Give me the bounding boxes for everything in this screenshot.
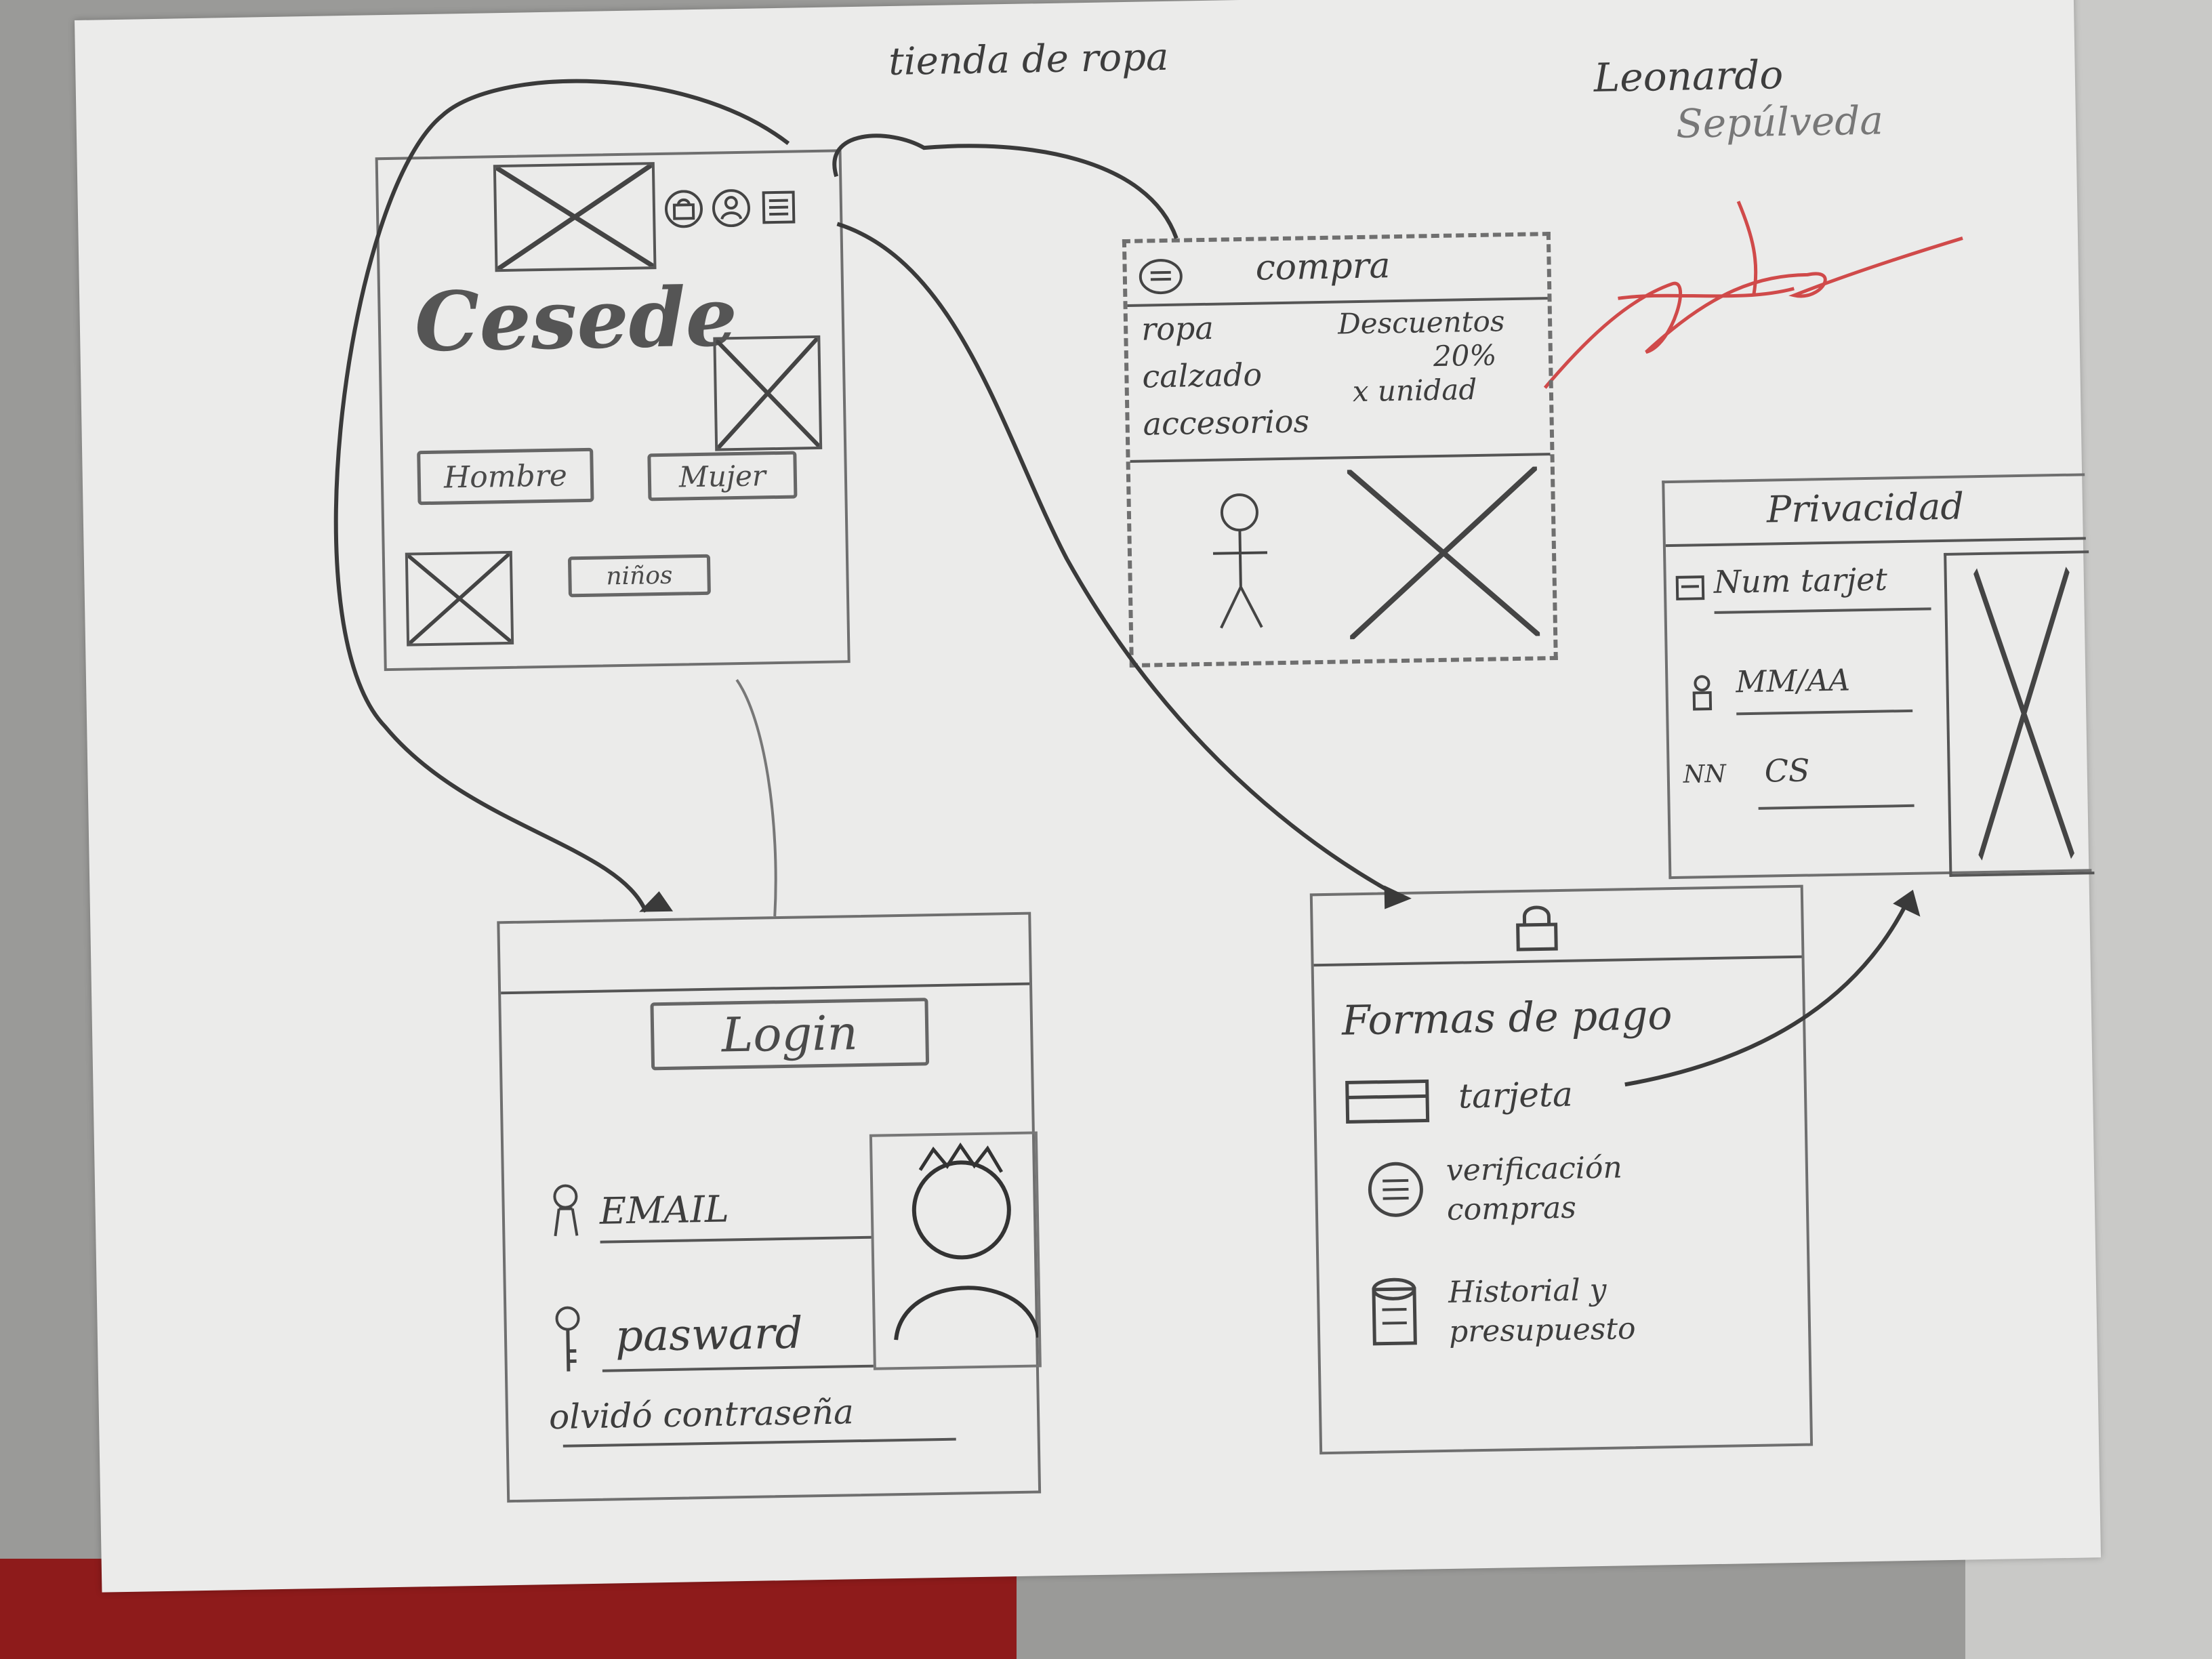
card-image-placeholder — [1944, 550, 2095, 877]
login-screen: Login EMAIL pasward olvidó contraseña — [497, 912, 1042, 1503]
arrow-pago-to-privacidad — [1624, 902, 1908, 1087]
lock-icon — [1509, 899, 1564, 954]
arrow-home-to-pago — [836, 222, 1393, 894]
formas-de-pago-screen: Formas de pago tarjeta verificación comp… — [1309, 884, 1814, 1455]
avatar-placeholder — [869, 1131, 1042, 1370]
key-icon — [547, 1302, 589, 1377]
product-image-placeholder — [713, 335, 823, 451]
signature — [1543, 201, 1963, 389]
bag-icon[interactable] — [663, 188, 704, 230]
verification-icon — [1365, 1158, 1427, 1221]
arrow-login-to-home — [735, 678, 777, 917]
privacidad-screen: Privacidad Num tarjet MM/AA NN CS — [1662, 473, 2095, 880]
lock-small-icon — [1688, 672, 1716, 714]
compra-menu-icon[interactable] — [1136, 255, 1185, 297]
menu-icon[interactable] — [758, 186, 799, 228]
arrowhead-login — [639, 891, 674, 912]
arrow-home-to-compra — [832, 134, 1179, 239]
arrowhead-privacidad — [1893, 889, 1921, 917]
banner-image-placeholder — [493, 162, 657, 272]
card-icon — [1673, 571, 1708, 605]
kids-image-placeholder — [405, 550, 514, 647]
card-option-icon — [1343, 1077, 1432, 1126]
user-icon[interactable] — [710, 188, 752, 229]
arrowhead-pago — [1384, 885, 1412, 909]
user-field-icon — [545, 1180, 587, 1242]
home-screen: Cesede Hombre Mujer niños — [375, 149, 851, 672]
stick-figure-model — [1191, 485, 1289, 635]
product-photo-placeholder — [1347, 466, 1540, 640]
arrow-home-to-login — [333, 79, 790, 913]
flow-arrows — [333, 79, 1921, 1087]
paper-sheet: tienda de ropa Leonardo Sepúlveda Cesede… — [75, 0, 2102, 1593]
history-icon — [1367, 1274, 1422, 1349]
compra-screen: compra ropa calzado accesorios Descuento… — [1122, 232, 1558, 668]
